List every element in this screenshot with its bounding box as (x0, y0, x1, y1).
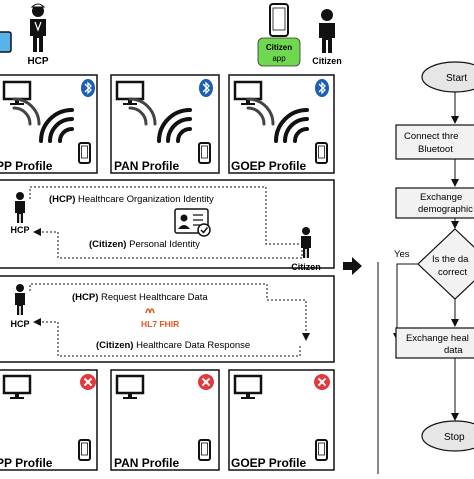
identity-hcp-text: Healthcare Organization Identity (75, 194, 214, 205)
svg-text:(Citizen) Healthcare Data Resp: (Citizen) Healthcare Data Response (96, 340, 250, 351)
data-exchange-box: HCP (HCP) Request Healthcare Data (Citiz… (0, 275, 335, 363)
bluetooth-icon (198, 78, 214, 98)
data-request-arrow (29, 283, 310, 341)
citizen-app-label: Citizen (266, 43, 292, 52)
bluetooth-icon (80, 78, 96, 98)
identity-hcp-prefix: (HCP) (49, 194, 75, 205)
citizen-app-sublabel: app (272, 54, 286, 63)
flowchart-step-exchange-data (395, 327, 474, 359)
identity-citizen-label: Citizen (291, 262, 321, 272)
identity-exchange-box: HCP (HCP) Healthcare Organization Identi… (0, 179, 335, 272)
profile-box-spp-top: SPP Profile (0, 74, 98, 174)
profile-box-pan-top: PAN Profile (110, 74, 220, 174)
smartphone-icon (315, 439, 328, 461)
svg-text:(HCP) Request Healthcare Data: (HCP) Request Healthcare Data (72, 292, 208, 303)
citizen-top-label: Citizen (312, 56, 342, 66)
profile-box-goep-bottom: GOEP Profile (228, 369, 335, 471)
profile-label-spp-bottom: SPP Profile (0, 456, 53, 470)
cancel-icon (197, 373, 215, 391)
wifi-signal-icon (246, 97, 309, 143)
profile-label-spp-top: SPP Profile (0, 159, 53, 173)
identity-hcp-arrow (29, 186, 311, 248)
smartphone-icon (78, 439, 91, 461)
smartphone-icon (198, 439, 211, 461)
identity-citizen-arrow (33, 228, 303, 259)
data-citizen-prefix: (Citizen) (96, 340, 133, 351)
flowchart-yes-label: Yes (394, 249, 410, 260)
flowchart-decision-line1: Is the da (432, 254, 469, 265)
data-hcp-prefix: (HCP) (72, 292, 98, 303)
svg-text:(HCP) Healthcare Organization: (HCP) Healthcare Organization Identity (49, 194, 214, 205)
fhir-logo-text: HL7 FHIR (141, 319, 179, 329)
flowchart: Start Connect thre Bluetoot Exchange dem… (377, 61, 474, 474)
flowchart-step-exchange-data-line1: Exchange heal (406, 333, 469, 344)
right-arrow-icon (343, 257, 362, 275)
profile-label-goep-top: GOEP Profile (231, 159, 306, 173)
profile-label-pan-top: PAN Profile (114, 159, 179, 173)
flowchart-decision-line2: correct (438, 267, 467, 278)
profile-box-goep-top: GOEP Profile (228, 74, 335, 174)
flowchart-step-connect-line2: Bluetoot (418, 144, 453, 155)
hl7-fhir-logo: HL7 FHIR (141, 308, 179, 329)
data-response-arrow (33, 318, 301, 357)
citizen-person-icon (319, 9, 335, 53)
svg-text:(Citizen) Personal Identity: (Citizen) Personal Identity (89, 239, 200, 250)
flowchart-step-connect-line1: Connect thre (404, 131, 458, 142)
hcp-top-label: HCP (27, 56, 48, 67)
flowchart-start-label: Start (446, 73, 467, 84)
data-hcp-label: HCP (10, 319, 29, 329)
identity-hcp-label: HCP (10, 225, 29, 235)
top-left-device-fragment (0, 31, 12, 53)
profile-label-goep-bottom: GOEP Profile (231, 456, 306, 470)
wifi-signal-icon (128, 97, 192, 143)
cancel-icon (79, 373, 97, 391)
flowchart-step-demographics (395, 187, 474, 219)
cancel-icon (313, 373, 331, 391)
bluetooth-icon (314, 78, 330, 98)
wifi-signal-icon (12, 97, 74, 143)
smartphone-icon (198, 142, 211, 164)
flowchart-step-exchange-data-line2: data (444, 345, 463, 356)
citizen-app-badge: Citizen app (257, 37, 301, 67)
profile-box-spp-bottom: SPP Profile (0, 369, 98, 471)
data-hcp-text: Request Healthcare Data (98, 292, 208, 303)
id-card-icon (174, 208, 211, 237)
identity-citizen-prefix: (Citizen) (89, 239, 126, 250)
hcp-person-icon (30, 3, 46, 52)
smartphone-icon (78, 142, 91, 164)
flowchart-stop (421, 420, 474, 452)
smartphone-icon (315, 142, 328, 164)
flowchart-step-demographics-line2: demographic (418, 204, 473, 215)
flowchart-step-connect (395, 124, 474, 160)
flowchart-step-demographics-line1: Exchange (420, 192, 462, 203)
flowchart-stop-label: Stop (444, 432, 465, 443)
profile-box-pan-bottom: PAN Profile (110, 369, 220, 471)
data-citizen-text: Healthcare Data Response (133, 340, 250, 351)
identity-citizen-text: Personal Identity (126, 239, 200, 250)
smartphone-icon (269, 3, 289, 37)
profile-label-pan-bottom: PAN Profile (114, 456, 179, 470)
